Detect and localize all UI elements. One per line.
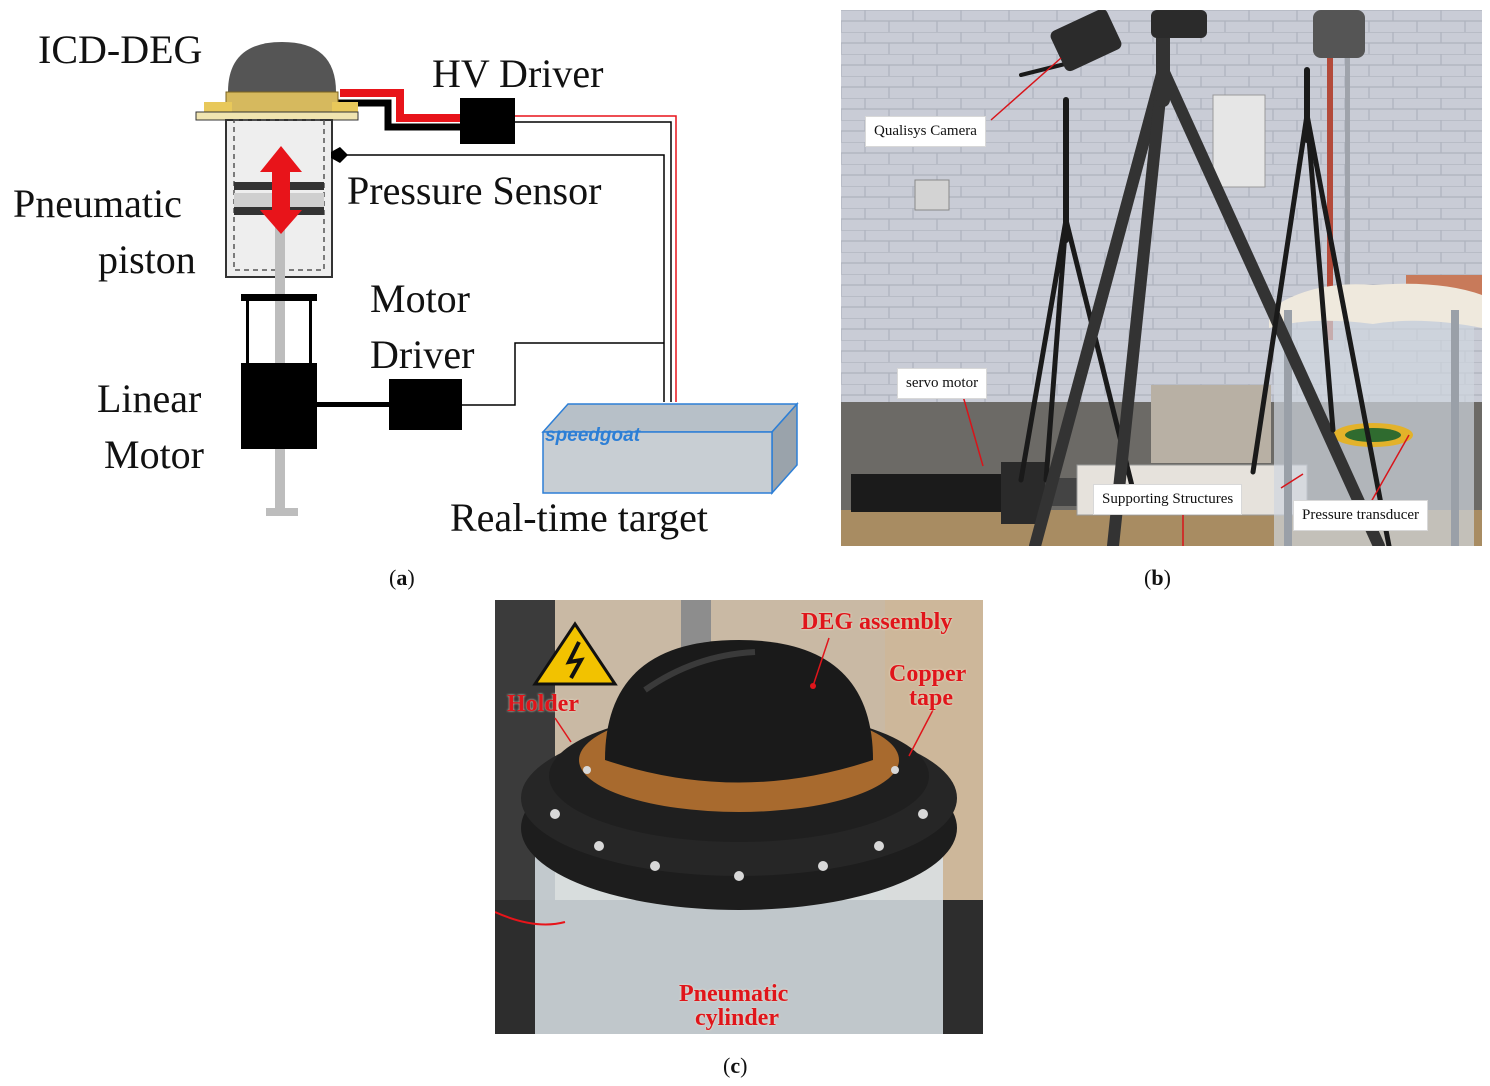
caption-a: (a) <box>389 565 415 590</box>
label-linear-motor: Motor <box>104 432 204 477</box>
camera-left <box>1050 10 1122 72</box>
label-pneumatic: Pneumatic <box>13 181 182 226</box>
label-tape: tape <box>909 685 953 711</box>
schematic-drawing <box>195 42 799 516</box>
dome-shape <box>228 42 336 92</box>
label-realtime-target: Real-time target <box>450 495 709 540</box>
label-driver: Driver <box>370 332 475 377</box>
hv-driver-block <box>460 98 515 144</box>
label-pneumatic-c: Pneumatic <box>679 981 789 1007</box>
label-copper: Copper <box>889 661 967 687</box>
label-piston: piston <box>98 237 196 282</box>
panel-c-photo: DEG assembly Copper tape Holder Pneumati… <box>495 600 983 1034</box>
caption-b: (b) <box>1144 565 1171 590</box>
label-supporting-structures: Supporting Structures <box>1093 484 1243 515</box>
label-deg-assembly: DEG assembly <box>801 609 953 635</box>
label-holder: Holder <box>507 691 579 717</box>
label-pressure-transducer: Pressure transducer <box>1293 500 1429 531</box>
label-pressure-sensor: Pressure Sensor <box>347 168 602 213</box>
label-icd-deg: ICD-DEG <box>38 27 203 72</box>
caption-c: (c) <box>723 1053 748 1078</box>
linear-motor-block <box>241 363 317 449</box>
realtime-target-box <box>542 431 773 494</box>
lab-photo-illustration <box>841 10 1482 546</box>
label-servo-motor: servo motor <box>897 368 988 399</box>
label-linear: Linear <box>97 376 202 421</box>
motor-driver-block <box>389 379 462 430</box>
motion-arrow <box>260 146 302 234</box>
label-motor: Motor <box>370 276 470 321</box>
panel-a-schematic: ICD-DEG HV Driver Pressure Sensor Pneuma… <box>0 0 820 560</box>
speedgoat-logo: speedgoat <box>545 425 641 446</box>
label-hv-driver: HV Driver <box>432 51 604 96</box>
label-qualisys-camera: Qualisys Camera <box>865 116 986 147</box>
panel-b-photo: Qualisys Camera servo motor Supporting S… <box>841 10 1482 546</box>
deg-photo-illustration <box>495 600 983 1034</box>
label-cylinder: cylinder <box>695 1005 779 1031</box>
pressure-sensor-marker <box>331 147 348 163</box>
